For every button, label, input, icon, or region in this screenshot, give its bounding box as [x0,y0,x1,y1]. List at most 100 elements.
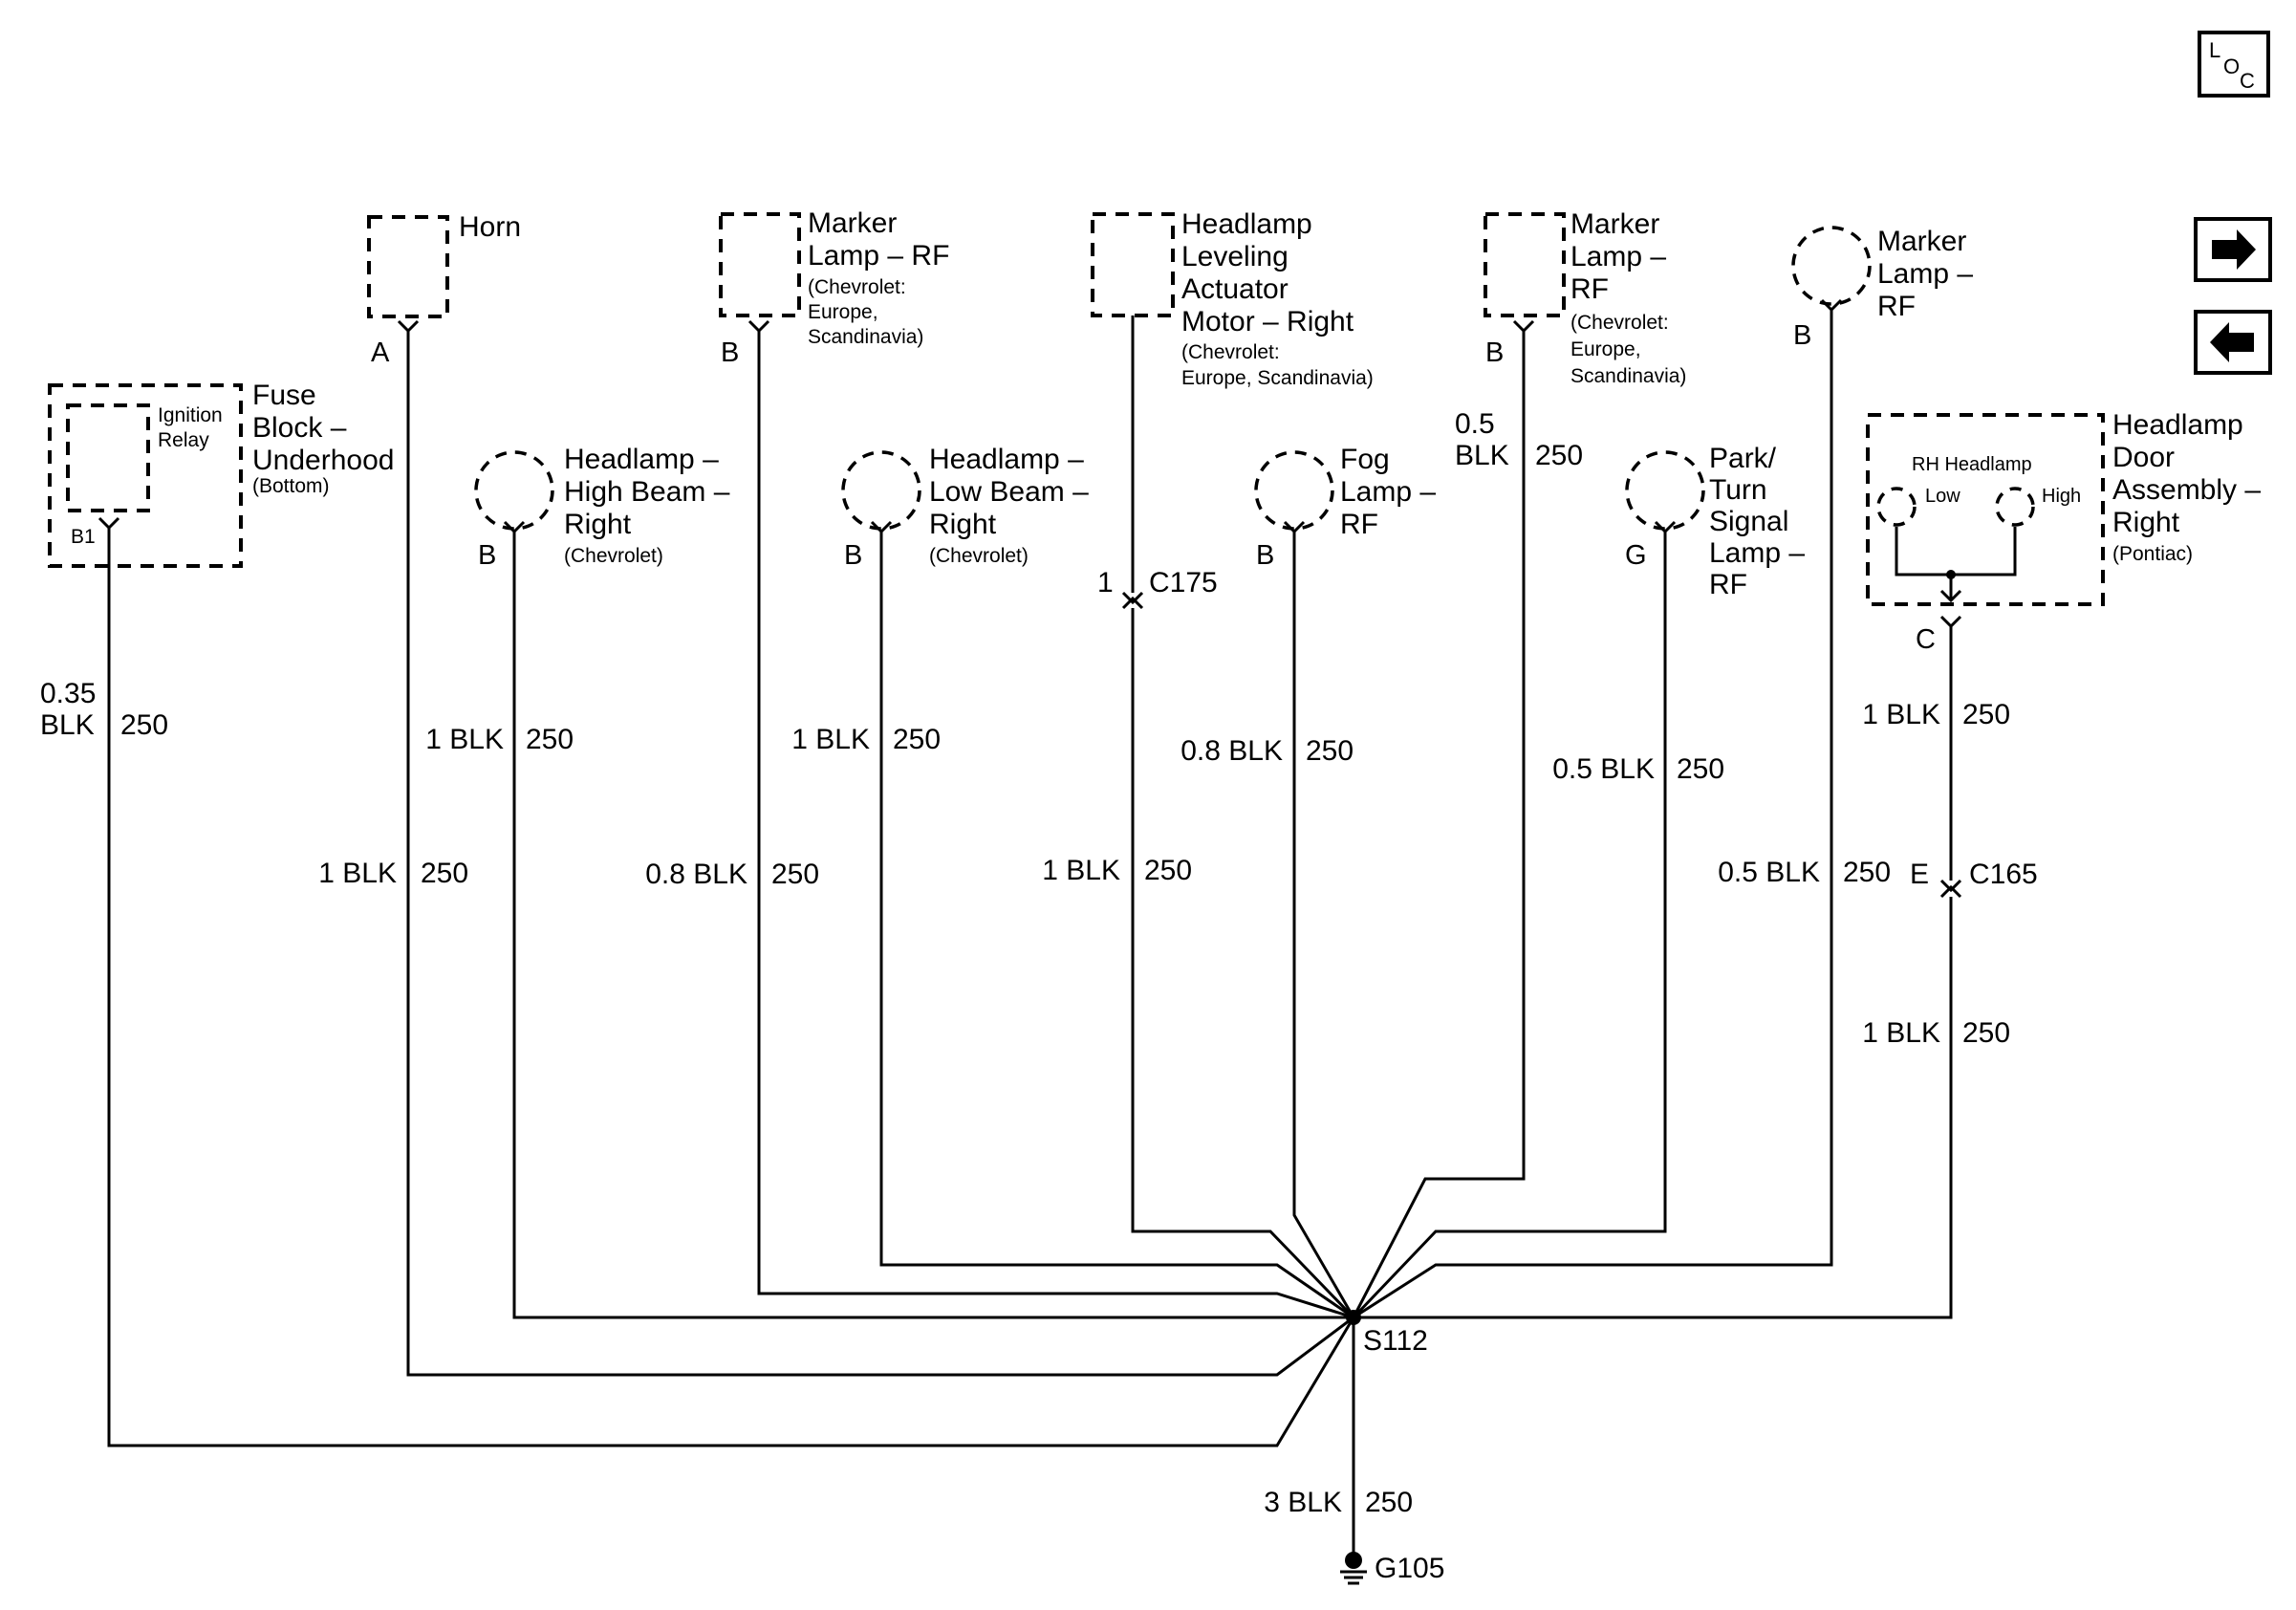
svg-text:250: 250 [120,709,168,741]
svg-text:BLK: BLK [1455,440,1509,471]
svg-text:Scandinavia): Scandinavia) [808,326,923,348]
wire-labels: 0.35 BLK 250 1 BLK 250 1 BLK 250 1 BLK 2… [40,408,2010,1518]
arrow-left-icon [2210,322,2254,362]
svg-text:Actuator: Actuator [1181,273,1289,305]
svg-text:Europe,: Europe, [1570,338,1641,360]
svg-text:O: O [2223,54,2240,78]
forward-arrow-button[interactable] [2194,217,2272,282]
svg-text:G: G [1625,540,1647,571]
fuse-block-pin: B1 [71,526,96,548]
svg-text:(Chevrolet:: (Chevrolet: [1181,341,1280,363]
ground-g105-icon [1340,1552,1367,1585]
svg-text:250: 250 [1535,440,1583,471]
svg-text:Lamp –: Lamp – [1709,537,1805,569]
wire-marker-lamp-rf-2[interactable] [1352,331,1526,1318]
svg-text:(Pontiac): (Pontiac) [2112,543,2193,565]
svg-text:Lamp –: Lamp – [1570,241,1666,272]
svg-text:250: 250 [421,858,468,889]
svg-text:250: 250 [1306,735,1354,767]
svg-text:RH Headlamp: RH Headlamp [1912,454,2032,475]
svg-text:(Chevrolet): (Chevrolet) [929,545,1029,567]
low-lamp-icon [1876,487,1917,527]
wire-door-lower[interactable] [1354,897,1953,1319]
svg-text:B: B [1793,320,1811,351]
wire-marker-lamp-rf-3[interactable] [1353,315,1833,1319]
svg-text:C: C [2240,69,2255,93]
svg-text:0.35: 0.35 [40,678,96,709]
wire-high-beam[interactable] [512,549,1354,1319]
svg-text:Fuse: Fuse [252,380,316,411]
horn: Horn A [367,211,521,368]
svg-text:1 BLK: 1 BLK [1862,1017,1940,1049]
svg-text:C165: C165 [1969,859,2038,890]
svg-text:B: B [1485,337,1504,368]
svg-text:Marker: Marker [1570,208,1659,240]
svg-text:0.5 BLK: 0.5 BLK [1718,857,1820,888]
svg-text:Marker: Marker [808,207,897,239]
wire-park-turn[interactable] [1352,549,1667,1319]
wire-marker-lamp-rf-1[interactable] [757,331,1354,1319]
svg-text:250: 250 [1677,753,1724,785]
svg-text:B: B [844,540,862,571]
headlamp-high-beam-right: B Headlamp – High Beam – Right (Chevrole… [474,444,730,571]
arrow-right-icon [2212,229,2256,270]
svg-text:RF: RF [1709,569,1747,600]
svg-text:1 BLK: 1 BLK [1042,855,1120,886]
terminal-female-icon [747,319,770,334]
wire-low-beam[interactable] [879,549,1354,1319]
svg-text:Headlamp: Headlamp [2112,409,2243,441]
svg-text:250: 250 [1144,855,1192,886]
wire-fuse-block[interactable] [107,549,1355,1447]
terminal-female-icon [1820,298,1843,313]
terminal-male-icon [1121,591,1144,605]
svg-text:3 BLK: 3 BLK [1264,1487,1342,1518]
svg-text:Horn: Horn [459,211,521,243]
wire-leveling-lower[interactable] [1131,608,1355,1319]
high-lamp-icon [1995,487,2035,527]
splice-s112 [1346,1310,1361,1325]
svg-text:Europe,: Europe, [808,301,878,323]
svg-text:Lamp –: Lamp – [1340,476,1436,508]
svg-text:Signal: Signal [1709,506,1788,537]
terminal-female-icon [1121,596,1144,610]
svg-text:(Chevrolet:: (Chevrolet: [808,276,906,298]
svg-text:0.8 BLK: 0.8 BLK [1180,735,1283,767]
svg-text:250: 250 [1962,699,2010,730]
svg-text:Turn: Turn [1709,474,1767,506]
svg-text:Right: Right [564,509,632,540]
wire-horn[interactable] [406,331,1354,1377]
marker-lamp-rf-2: B Marker Lamp – RF (Chevrolet: Europe, S… [1484,208,1686,387]
svg-text:Europe, Scandinavia): Europe, Scandinavia) [1181,367,1374,389]
svg-text:Underhood: Underhood [252,445,394,476]
svg-text:Low: Low [1925,486,1960,507]
svg-text:1: 1 [1097,567,1114,598]
svg-text:Lamp – RF: Lamp – RF [808,240,949,272]
loc-icon[interactable]: L O C [2198,31,2270,98]
svg-text:Headlamp: Headlamp [1181,208,1312,240]
headlamp-low-beam-right: B Headlamp – Low Beam – Right (Chevrolet… [841,444,1089,571]
back-arrow-button[interactable] [2194,310,2272,375]
svg-text:250: 250 [526,724,574,755]
svg-text:Motor – Right: Motor – Right [1181,306,1354,337]
terminal-female-icon [1654,520,1677,534]
terminal-female-icon [97,516,120,531]
svg-text:Door: Door [2112,442,2175,473]
marker-lamp-rf-1: B Marker Lamp – RF (Chevrolet: Europe, S… [719,207,949,368]
headlamp-door-assembly-right: RH Headlamp Low High C Headlamp Door Ass… [1866,409,2261,655]
svg-text:Lamp –: Lamp – [1877,258,1973,290]
splice-s112-label: S112 [1363,1325,1428,1357]
svg-text:1 BLK: 1 BLK [318,858,397,889]
svg-text:RF: RF [1877,291,1916,322]
terminal-female-icon [870,520,893,534]
terminal-female-icon [1939,884,1962,899]
svg-text:Relay: Relay [158,429,209,451]
wire-fog-lamp[interactable] [1292,549,1355,1318]
svg-text:250: 250 [771,859,819,890]
svg-text:Park/: Park/ [1709,443,1777,474]
fog-lamp-rf: B Fog Lamp – RF [1254,444,1436,571]
connector-c175: 1 C175 [1097,567,1218,610]
svg-text:0.5 BLK: 0.5 BLK [1552,753,1655,785]
svg-text:B: B [478,540,496,571]
svg-text:Fog: Fog [1340,444,1390,475]
